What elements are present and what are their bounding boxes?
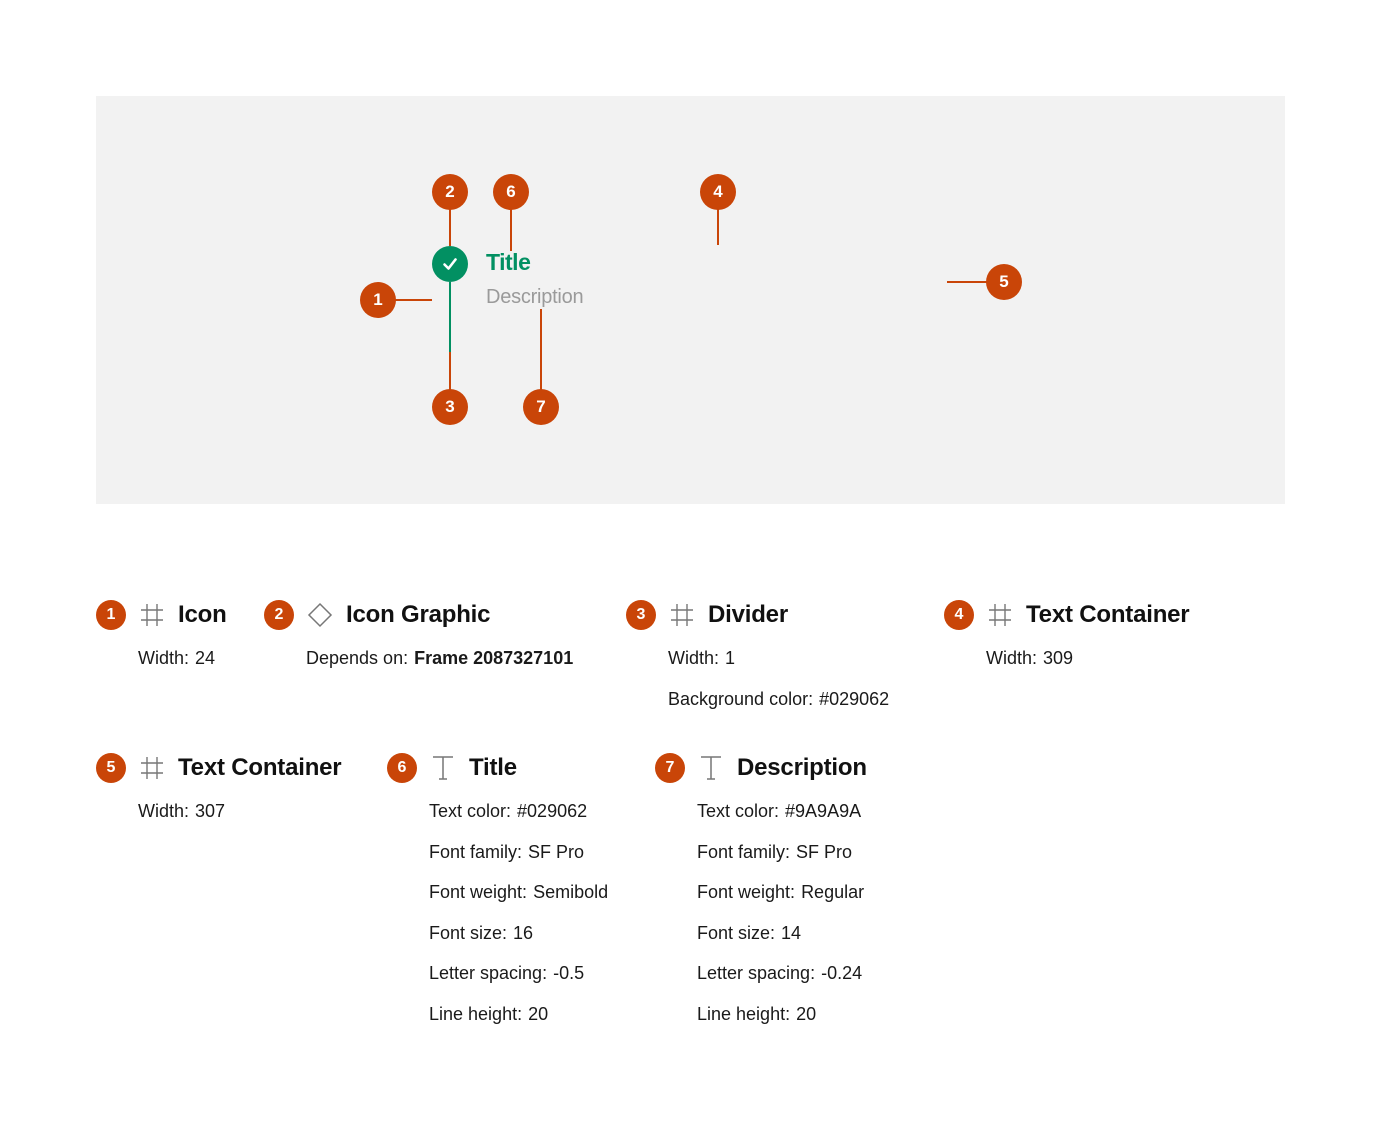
callout-3-leader	[449, 352, 451, 390]
component-icon	[306, 601, 334, 629]
spec-prop: Font size:14	[697, 922, 802, 943]
callout-7-leader	[540, 309, 542, 390]
callout-1-badge: 1	[360, 282, 396, 318]
spec-prop: Width:309	[986, 648, 1074, 668]
spec-number-badge: 3	[626, 600, 656, 630]
callout-5-leader	[947, 281, 987, 283]
spec-name: Title	[469, 754, 517, 781]
callout-2-leader	[449, 209, 451, 246]
spec-name: Text Container	[178, 754, 342, 781]
spec-description: 7 Description Text color:#9A9A9A Font fa…	[655, 750, 867, 1043]
spec-prop: Letter spacing:-0.24	[697, 963, 863, 983]
spec-icon-graphic: 2 Icon Graphic Depends on:Frame 20873271…	[264, 597, 573, 688]
spec-prop: Font family:SF Pro	[429, 841, 585, 862]
spec-name: Text Container	[1026, 601, 1190, 628]
callout-2-badge: 2	[432, 174, 468, 210]
spec-name: Description	[737, 754, 867, 781]
frame-icon	[138, 601, 166, 629]
spec-prop: Font family:SF Pro	[697, 841, 853, 862]
callout-3-badge: 3	[432, 389, 468, 425]
icon-graphic	[432, 246, 468, 282]
callout-7-badge: 7	[523, 389, 559, 425]
spec-number-badge: 1	[96, 600, 126, 630]
spec-number-badge: 7	[655, 753, 685, 783]
callout-6-leader	[510, 209, 512, 251]
callout-5-badge: 5	[986, 264, 1022, 300]
spec-prop: Depends on:Frame 2087327101	[306, 648, 574, 668]
spec-name: Icon Graphic	[346, 601, 491, 628]
text-icon	[429, 754, 457, 782]
spec-prop: Line height:20	[697, 1003, 817, 1024]
spec-prop: Letter spacing:-0.5	[429, 963, 585, 983]
spec-title: 6 Title Text color:#029062 Font family:S…	[387, 750, 608, 1043]
callout-1-leader	[394, 299, 432, 301]
divider	[449, 282, 451, 352]
spec-prop: Text color:#029062	[429, 801, 588, 821]
frame-icon	[986, 601, 1014, 629]
callout-4-leader	[717, 209, 719, 245]
spec-prop: Font weight:Semibold	[429, 882, 609, 902]
callout-6-badge: 6	[493, 174, 529, 210]
spec-number-badge: 4	[944, 600, 974, 630]
spec-number-badge: 5	[96, 753, 126, 783]
spec-name: Icon	[178, 601, 227, 628]
spec-divider: 3 Divider Width:1 Background color:#0290…	[626, 597, 889, 728]
spec-prop: Font weight:Regular	[697, 882, 865, 902]
callout-4-badge: 4	[700, 174, 736, 210]
text-icon	[697, 754, 725, 782]
demo-title: Title	[486, 249, 531, 275]
spec-prop: Width:307	[138, 801, 226, 821]
spec-prop: Font size:16	[429, 922, 534, 943]
spec-prop: Background color:#029062	[668, 688, 890, 709]
spec-icon: 1 Icon Width:24	[96, 597, 227, 688]
frame-icon	[138, 754, 166, 782]
spec-name: Divider	[708, 601, 788, 628]
spec-prop: Width:24	[138, 648, 216, 668]
spec-prop: Width:1	[668, 648, 736, 668]
spec-prop: Line height:20	[429, 1003, 549, 1024]
spec-text-container-5: 5 Text Container Width:307	[96, 750, 342, 841]
checkmark-icon	[443, 258, 457, 270]
demo-description: Description	[486, 286, 584, 308]
spec-text-container-4: 4 Text Container Width:309	[944, 597, 1190, 688]
spec-number-badge: 2	[264, 600, 294, 630]
component-canvas: Title Description 1 2 3 4 5 6 7	[96, 96, 1285, 504]
frame-icon	[668, 601, 696, 629]
spec-number-badge: 6	[387, 753, 417, 783]
spec-prop: Text color:#9A9A9A	[697, 801, 862, 821]
